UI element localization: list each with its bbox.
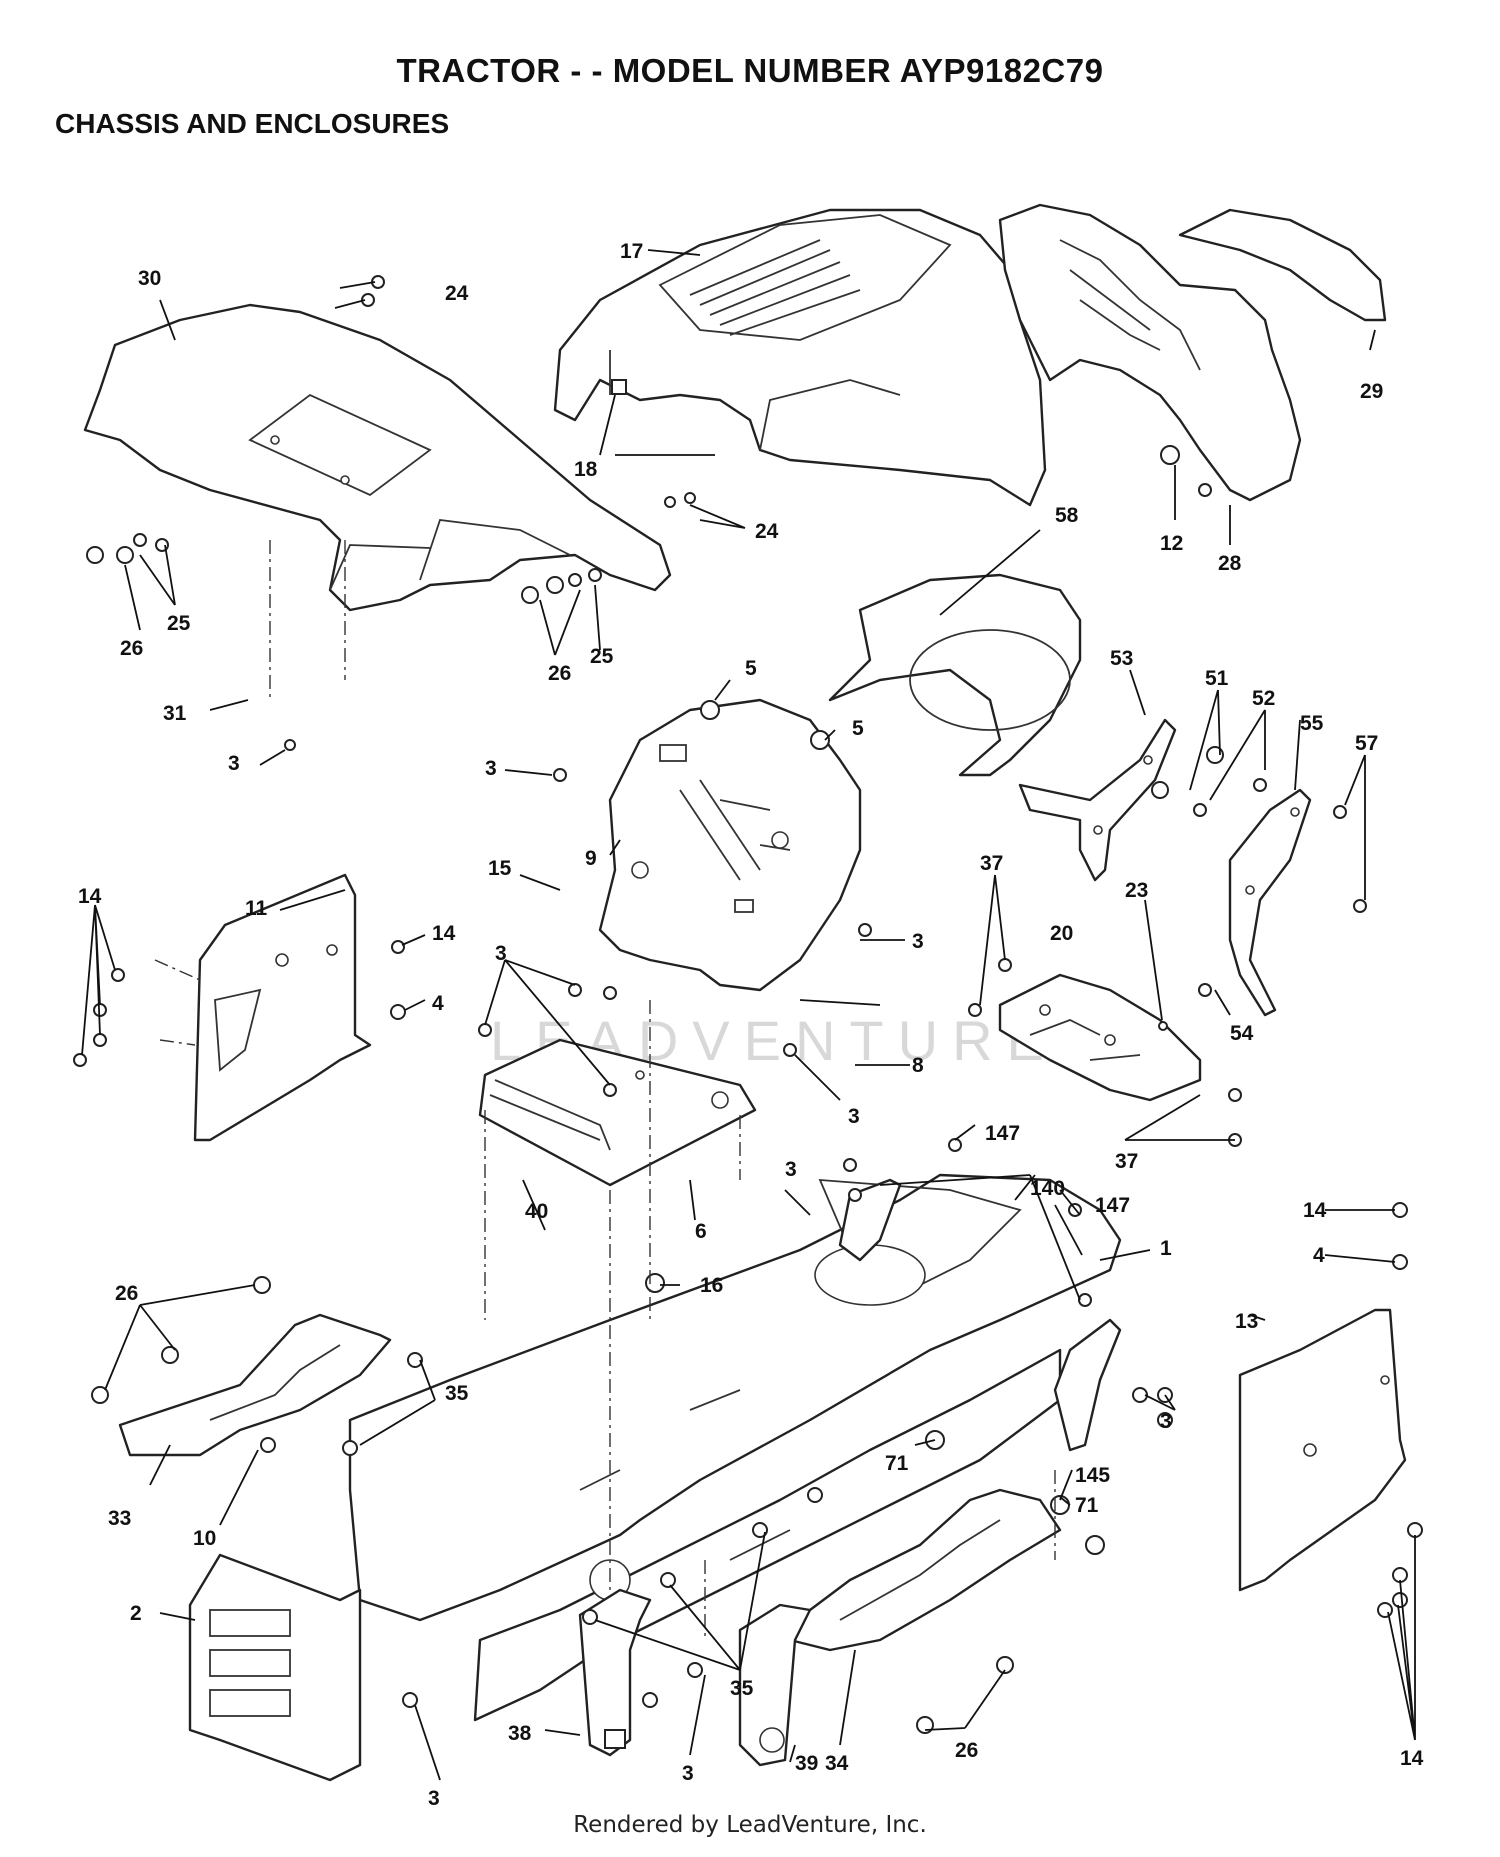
- callout-140: 140: [1030, 1177, 1065, 1200]
- callout-14: 14: [1303, 1199, 1327, 1222]
- callout-24: 24: [445, 282, 469, 305]
- callout-35: 35: [445, 1382, 469, 1405]
- callout-9: 9: [585, 847, 597, 870]
- callout-145: 145: [1075, 1464, 1110, 1487]
- part-right-footrest: [788, 1488, 1062, 1652]
- callout-37: 37: [980, 852, 1003, 875]
- callout-3: 3: [495, 942, 507, 965]
- callout-10: 10: [193, 1527, 216, 1550]
- page-title: TRACTOR - - MODEL NUMBER AYP9182C79: [396, 52, 1104, 89]
- callout-3: 3: [912, 930, 924, 953]
- callout-71: 71: [1075, 1494, 1099, 1517]
- callout-4: 4: [1313, 1244, 1325, 1267]
- callout-13: 13: [1235, 1310, 1258, 1333]
- section-subtitle: CHASSIS AND ENCLOSURES: [55, 108, 450, 139]
- callout-3: 3: [1160, 1410, 1172, 1433]
- callout-52: 52: [1252, 687, 1275, 710]
- footer-credit: Rendered by LeadVenture, Inc.: [573, 1812, 927, 1838]
- part-main-frame: [348, 1173, 1122, 1722]
- callout-5: 5: [852, 717, 864, 740]
- callout-30: 30: [138, 267, 161, 290]
- part-heat-shield: [828, 573, 1082, 777]
- callout-16: 16: [700, 1274, 723, 1297]
- callout-leaders: [81, 249, 1416, 1781]
- callout-labels: 30 24 17 29 18 24 12 28 25 26 26 25 58 3…: [78, 240, 1424, 1810]
- callout-3: 3: [785, 1158, 797, 1181]
- callout-31: 31: [163, 702, 187, 725]
- callout-26: 26: [548, 662, 571, 685]
- callout-34: 34: [825, 1752, 849, 1775]
- callout-54: 54: [1230, 1022, 1254, 1045]
- callout-15: 15: [488, 857, 512, 880]
- callout-24: 24: [755, 520, 779, 543]
- part-mount-plate: [998, 973, 1202, 1102]
- callout-57: 57: [1355, 732, 1378, 755]
- callout-58: 58: [1055, 504, 1079, 527]
- part-grille-housing: [998, 203, 1387, 502]
- callout-35: 35: [730, 1677, 754, 1700]
- callout-3: 3: [228, 752, 240, 775]
- callout-23: 23: [1125, 879, 1148, 902]
- callout-8: 8: [912, 1054, 924, 1077]
- part-dash-panel: [598, 698, 862, 992]
- callout-29: 29: [1360, 380, 1383, 403]
- callout-28: 28: [1218, 552, 1242, 575]
- callout-4: 4: [432, 992, 444, 1015]
- part-left-footrest: [118, 1313, 392, 1457]
- part-bracket-53: [1018, 718, 1177, 882]
- callout-39: 39: [795, 1752, 818, 1775]
- callout-3: 3: [485, 757, 497, 780]
- part-bracket-55: [1228, 788, 1312, 1017]
- callout-147: 147: [1095, 1194, 1130, 1217]
- callout-5: 5: [745, 657, 757, 680]
- callout-26: 26: [120, 637, 143, 660]
- callout-147: 147: [985, 1122, 1020, 1145]
- callout-2: 2: [130, 1602, 142, 1625]
- callout-1: 1: [1160, 1237, 1172, 1260]
- callout-55: 55: [1300, 712, 1324, 735]
- callout-26: 26: [115, 1282, 138, 1305]
- callout-26: 26: [955, 1739, 978, 1762]
- callout-3: 3: [682, 1762, 694, 1785]
- part-bracket-39: [738, 1603, 812, 1767]
- callout-37: 37: [1115, 1150, 1138, 1173]
- callout-33: 33: [108, 1507, 131, 1530]
- callout-14: 14: [432, 922, 456, 945]
- callout-12: 12: [1160, 532, 1183, 555]
- callout-38: 38: [508, 1722, 532, 1745]
- callout-18: 18: [574, 458, 598, 481]
- callout-20: 20: [1050, 922, 1073, 945]
- part-right-side-panel: [1238, 1308, 1407, 1592]
- callout-17: 17: [620, 240, 643, 263]
- callout-40: 40: [525, 1200, 548, 1223]
- callout-51: 51: [1205, 667, 1229, 690]
- callout-53: 53: [1110, 647, 1133, 670]
- callout-6: 6: [695, 1220, 707, 1243]
- callout-25: 25: [590, 645, 614, 668]
- part-left-side-panel: [193, 873, 372, 1142]
- callout-14: 14: [1400, 1747, 1424, 1770]
- callout-3: 3: [848, 1105, 860, 1128]
- callout-3: 3: [428, 1787, 440, 1810]
- callout-71: 71: [885, 1452, 909, 1475]
- part-bracket-38: [578, 1588, 652, 1757]
- callout-11: 11: [245, 897, 268, 920]
- part-floor-plate: [478, 1038, 757, 1187]
- part-rear-fender: [83, 303, 672, 612]
- part-hood: [553, 208, 1047, 507]
- callout-14: 14: [78, 885, 102, 908]
- callout-25: 25: [167, 612, 191, 635]
- part-front-plate: [188, 1553, 362, 1782]
